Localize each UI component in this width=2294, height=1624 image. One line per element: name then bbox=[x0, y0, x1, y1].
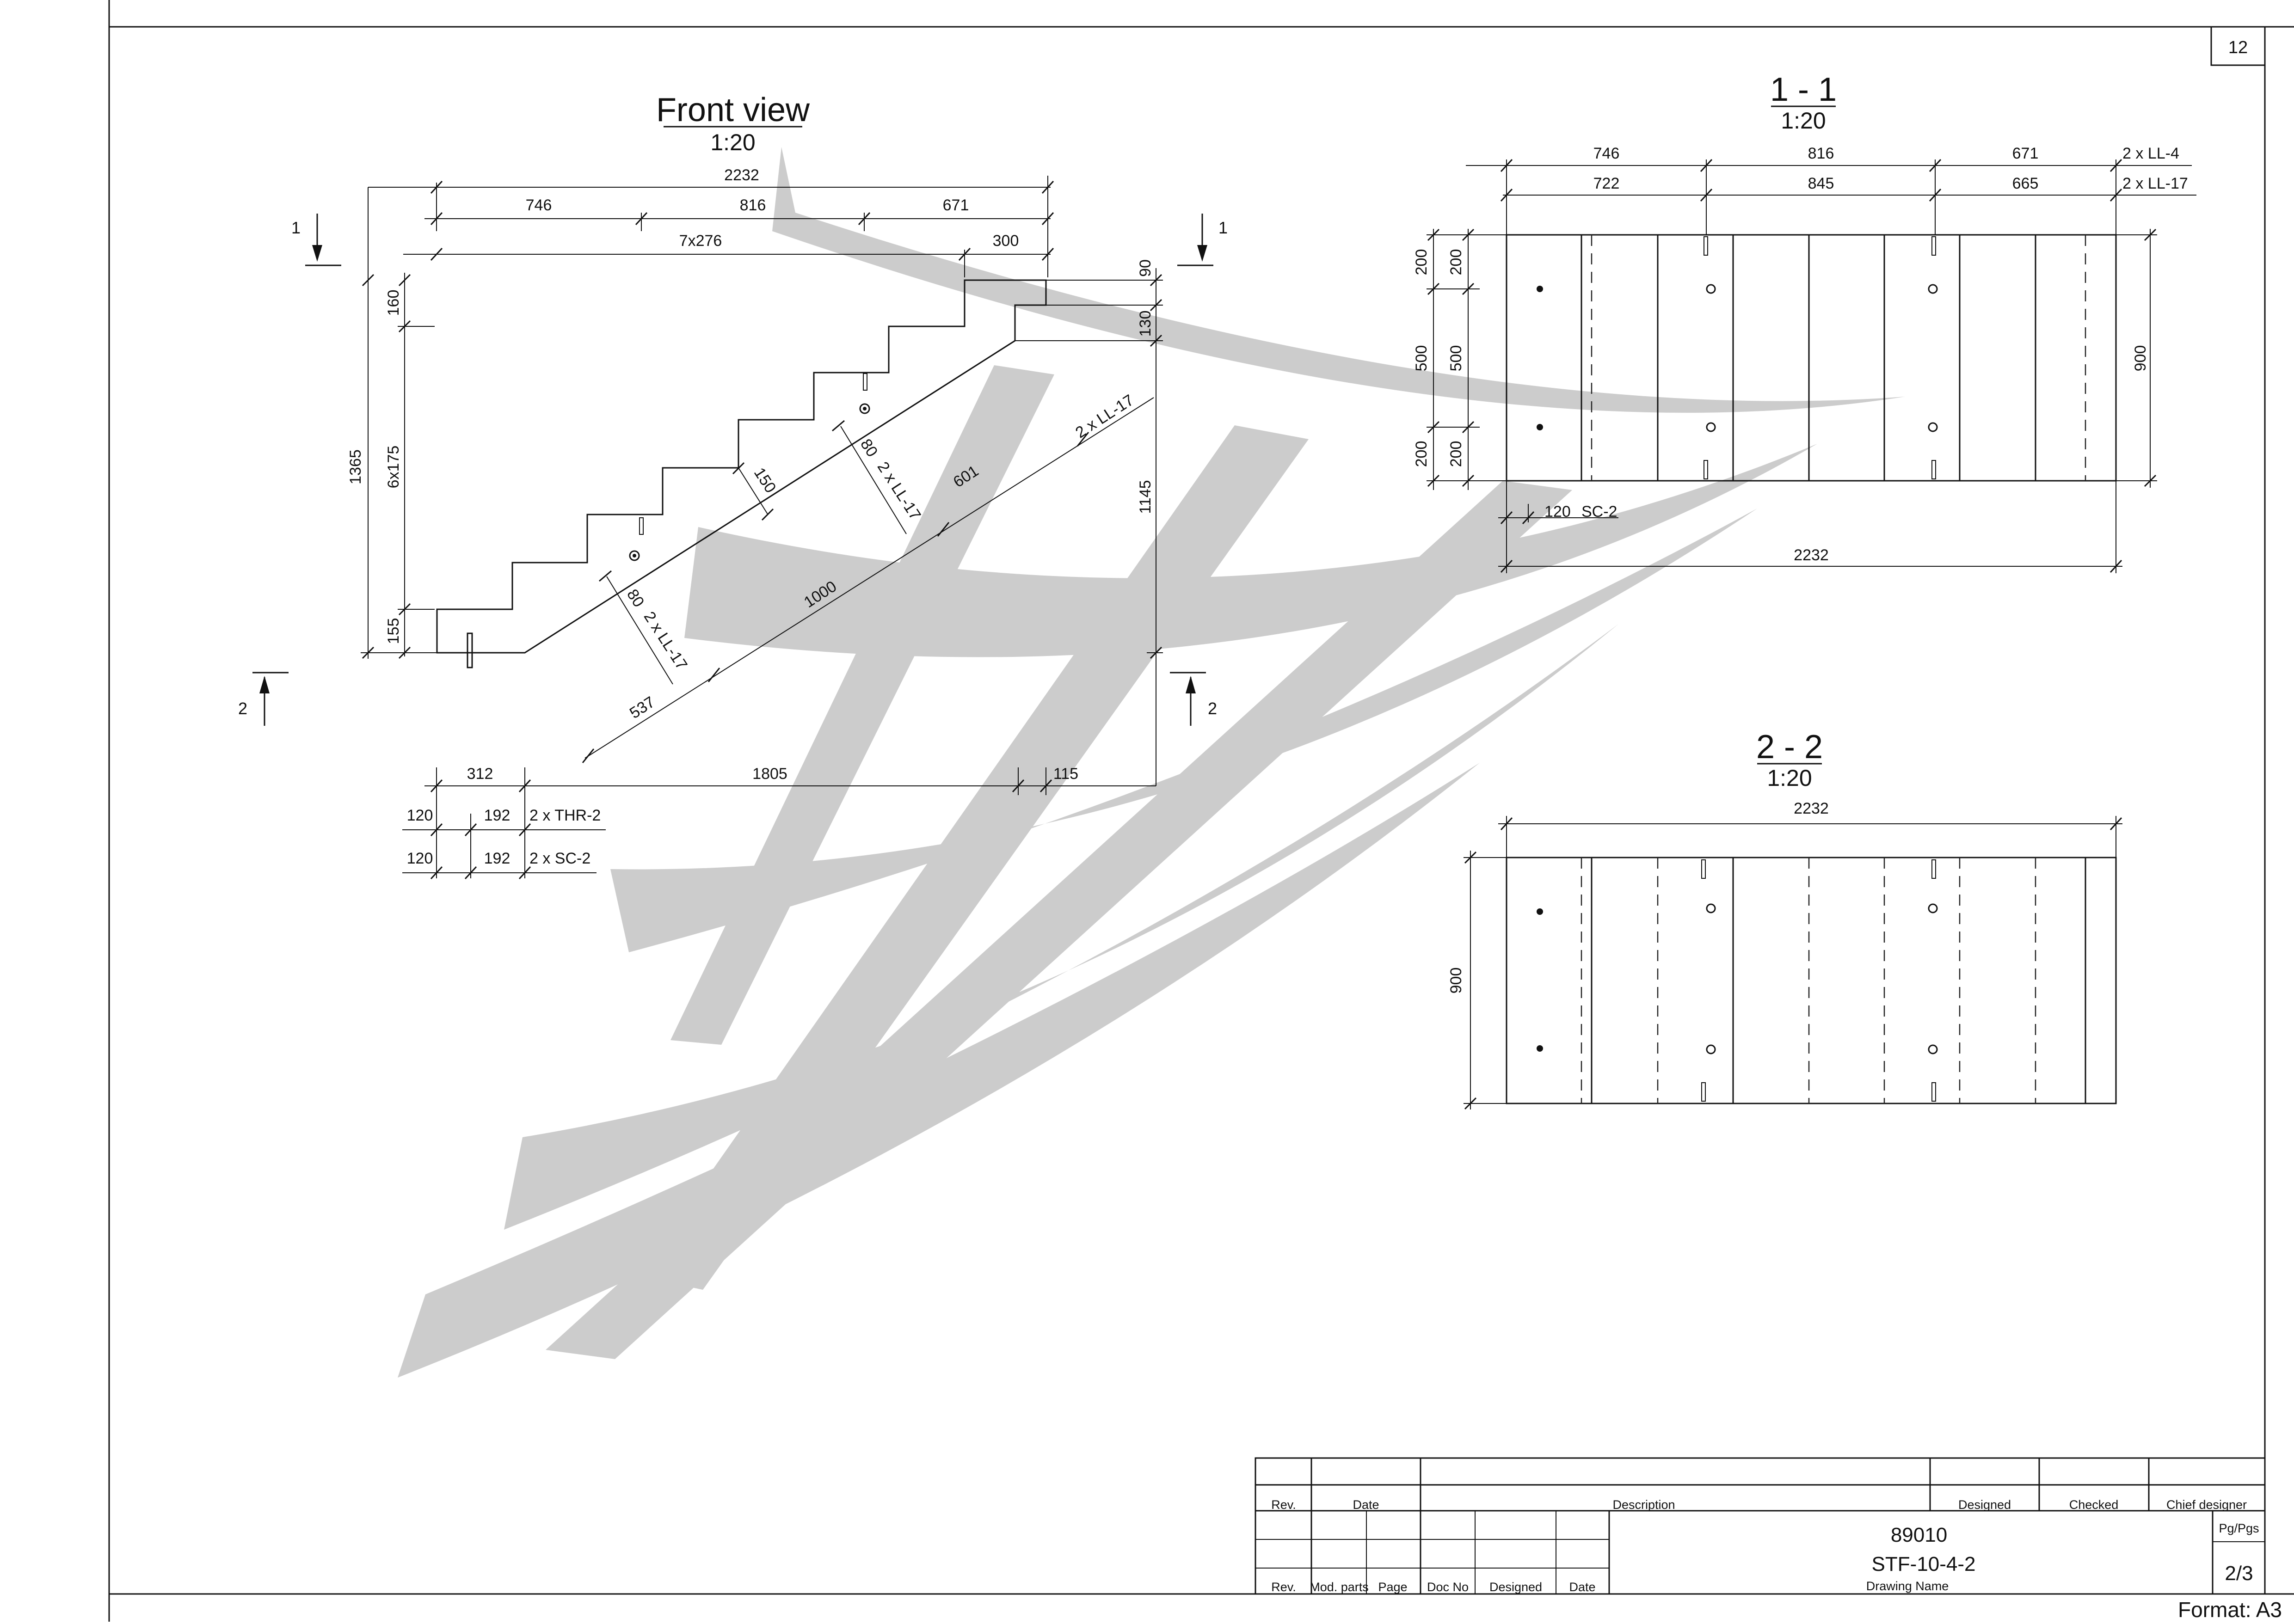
s11-bottom-2232: 2232 bbox=[1794, 546, 1829, 564]
dim-115: 115 bbox=[1053, 765, 1078, 783]
section-1-1-title: 1 - 1 bbox=[1770, 71, 1837, 108]
tb-footer-mod-parts: Mod. parts bbox=[1310, 1580, 1369, 1594]
section-markers: 1 1 2 2 bbox=[238, 214, 1228, 726]
section-2-2: 2 - 2 1:20 2232 900 bbox=[1447, 729, 2122, 1110]
section-2-2-title: 2 - 2 bbox=[1756, 729, 1823, 766]
dim-total-height: 1365 bbox=[347, 449, 364, 484]
section-1-left-label: 1 bbox=[291, 218, 301, 237]
section-2-2-outline bbox=[1506, 857, 2117, 1104]
dim-seg1: 746 bbox=[526, 196, 552, 214]
dim-seg2: 816 bbox=[740, 196, 766, 214]
tb-footer-rev: Rev. bbox=[1271, 1580, 1296, 1594]
front-view-title: Front view bbox=[656, 92, 810, 129]
tb-footer-doc-no: Doc No bbox=[1427, 1580, 1469, 1594]
format-label: Format: A3 bbox=[2178, 1598, 2282, 1622]
tb-header-chief: Chief designer bbox=[2166, 1498, 2247, 1512]
s11-bottom-120: 120 bbox=[1544, 503, 1571, 521]
section-1-1-outline bbox=[1506, 234, 2117, 482]
sheet-number: 12 bbox=[2228, 38, 2248, 57]
tb-footer-date: Date bbox=[1569, 1580, 1595, 1594]
s11-left-outer-3: 200 bbox=[1413, 441, 1430, 467]
s11-left-inner-1: 200 bbox=[1447, 249, 1465, 276]
section-1-right-label: 1 bbox=[1218, 218, 1228, 237]
s11-left-inner-2: 500 bbox=[1447, 345, 1465, 372]
s11-ll4-callout: 2 x LL-4 bbox=[2122, 145, 2179, 162]
s11-top2-a: 722 bbox=[1593, 175, 1620, 192]
dim-overall-top: 2232 bbox=[724, 166, 759, 184]
sheet-frame: 12 Format: A3 bbox=[108, 0, 2294, 1622]
thr2-callout: 2 x THR-2 bbox=[529, 807, 601, 824]
front-dims-left: 1365 160 6x175 155 bbox=[347, 273, 437, 659]
s11-left-inner-3: 200 bbox=[1447, 441, 1465, 467]
tb-header-date: Date bbox=[1353, 1498, 1379, 1512]
dim-312: 312 bbox=[467, 765, 493, 783]
dim-r1-120: 120 bbox=[407, 807, 433, 824]
tb-pg-value: 2/3 bbox=[2225, 1562, 2253, 1585]
s11-right-900: 900 bbox=[2132, 345, 2149, 372]
tb-pg-label: Pg/Pgs bbox=[2219, 1521, 2259, 1535]
tb-header-checked: Checked bbox=[2069, 1498, 2119, 1512]
stair-outline bbox=[436, 279, 1047, 654]
dim-rise-top: 160 bbox=[385, 290, 402, 316]
s11-top1-c: 671 bbox=[2012, 145, 2039, 162]
watermark-logo bbox=[398, 147, 1905, 1378]
front-dims-right: 90 130 1145 bbox=[1015, 259, 1163, 786]
ll17-callout-upper: 2 x LL-17 bbox=[874, 459, 924, 523]
tb-drawing-code: STF-10-4-2 bbox=[1872, 1553, 1976, 1575]
tb-footer-page: Page bbox=[1378, 1580, 1407, 1594]
dim-right-90: 90 bbox=[1137, 259, 1154, 277]
s11-sc2-callout: SC-2 bbox=[1581, 503, 1617, 521]
section-1-1: 1 - 1 1:20 746 8 bbox=[1413, 71, 2196, 573]
dim-1805: 1805 bbox=[752, 765, 787, 783]
ll17-callout-lower: 2 x LL-17 bbox=[640, 608, 691, 673]
s11-left-outer-2: 500 bbox=[1413, 345, 1430, 372]
ll17-callout-right: 2 x LL-17 bbox=[1072, 391, 1137, 441]
dim-80b: 80 bbox=[623, 586, 647, 610]
front-view-scale: 1:20 bbox=[710, 129, 755, 155]
title-block: Rev. Date Description Designed Checked C… bbox=[1255, 1457, 2266, 1595]
section-2-2-scale: 1:20 bbox=[1767, 765, 1812, 791]
s11-top1-a: 746 bbox=[1593, 145, 1620, 162]
section-2-right-label: 2 bbox=[1208, 699, 1217, 718]
s22-top-2232: 2232 bbox=[1794, 800, 1829, 817]
s11-top1-b: 816 bbox=[1808, 145, 1834, 162]
lifting-anchors bbox=[467, 373, 870, 668]
s11-left-outer-1: 200 bbox=[1413, 249, 1430, 276]
tb-header-designed: Designed bbox=[1958, 1498, 2011, 1512]
s11-top2-c: 665 bbox=[2012, 175, 2039, 192]
tb-project-number: 89010 bbox=[1891, 1524, 1947, 1546]
dim-150: 150 bbox=[750, 465, 780, 496]
tb-header-description: Description bbox=[1612, 1498, 1675, 1512]
dim-rises: 6x175 bbox=[385, 446, 402, 489]
s22-left-900: 900 bbox=[1447, 968, 1465, 994]
dim-top-step: 300 bbox=[993, 232, 1019, 250]
section-1-1-scale: 1:20 bbox=[1781, 108, 1826, 134]
dim-r2-192: 192 bbox=[484, 850, 510, 867]
s11-top2-b: 845 bbox=[1808, 175, 1834, 192]
dim-rise-bottom: 155 bbox=[385, 618, 402, 644]
tb-drawing-name-label: Drawing Name bbox=[1866, 1579, 1949, 1593]
dim-going: 7x276 bbox=[679, 232, 722, 250]
dim-r1-192: 192 bbox=[484, 807, 510, 824]
tb-header-rev: Rev. bbox=[1271, 1498, 1296, 1512]
dim-537: 537 bbox=[627, 693, 658, 722]
section-2-left-label: 2 bbox=[238, 699, 247, 718]
dim-right-1145: 1145 bbox=[1137, 480, 1154, 514]
dim-r2-120: 120 bbox=[407, 850, 433, 867]
front-dims-bottom: 312 1805 115 120 192 2 x THR-2 120 192 2… bbox=[402, 765, 1156, 880]
dim-seg3: 671 bbox=[943, 196, 969, 214]
dim-right-130: 130 bbox=[1137, 311, 1154, 337]
s11-ll17-callout: 2 x LL-17 bbox=[2122, 175, 2188, 192]
sc2-callout: 2 x SC-2 bbox=[529, 850, 590, 867]
tb-footer-designed: Designed bbox=[1489, 1580, 1542, 1594]
